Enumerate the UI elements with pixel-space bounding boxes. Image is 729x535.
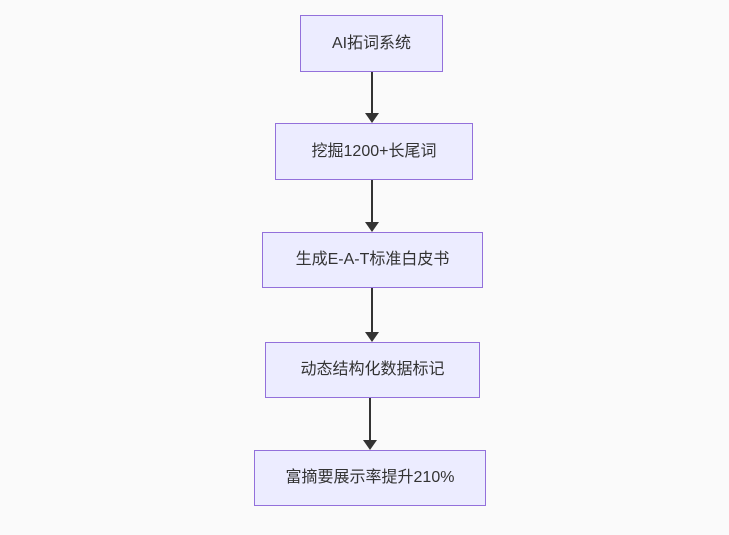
arrowhead-down-icon	[363, 440, 377, 450]
arrowhead-down-icon	[365, 113, 379, 123]
node-label: AI拓词系统	[331, 34, 412, 52]
node-label: 动态结构化数据标记	[300, 361, 445, 379]
arrow-d-to-e	[363, 398, 377, 450]
arrow-c-to-d	[365, 288, 379, 342]
arrow-b-to-c	[365, 180, 379, 232]
arrowhead-down-icon	[365, 332, 379, 342]
arrow-line	[369, 398, 371, 440]
arrow-a-to-b	[365, 72, 379, 123]
node-label: 生成E-A-T标准白皮书	[295, 251, 450, 269]
arrow-line	[371, 288, 373, 332]
flow-node-dynamic-structured-data-markup: 动态结构化数据标记	[265, 342, 480, 398]
flow-node-eat-whitepaper: 生成E-A-T标准白皮书	[262, 232, 483, 288]
node-label: 富摘要展示率提升210%	[285, 469, 455, 487]
flow-node-longtail-keyword-mining: 挖掘1200+长尾词	[275, 123, 473, 180]
arrow-line	[371, 180, 373, 222]
flow-node-rich-snippet-rate-increase: 富摘要展示率提升210%	[254, 450, 486, 506]
flow-node-ai-word-expansion-system: AI拓词系统	[300, 15, 443, 72]
arrowhead-down-icon	[365, 222, 379, 232]
arrow-line	[371, 72, 373, 113]
node-label: 挖掘1200+长尾词	[311, 142, 437, 160]
